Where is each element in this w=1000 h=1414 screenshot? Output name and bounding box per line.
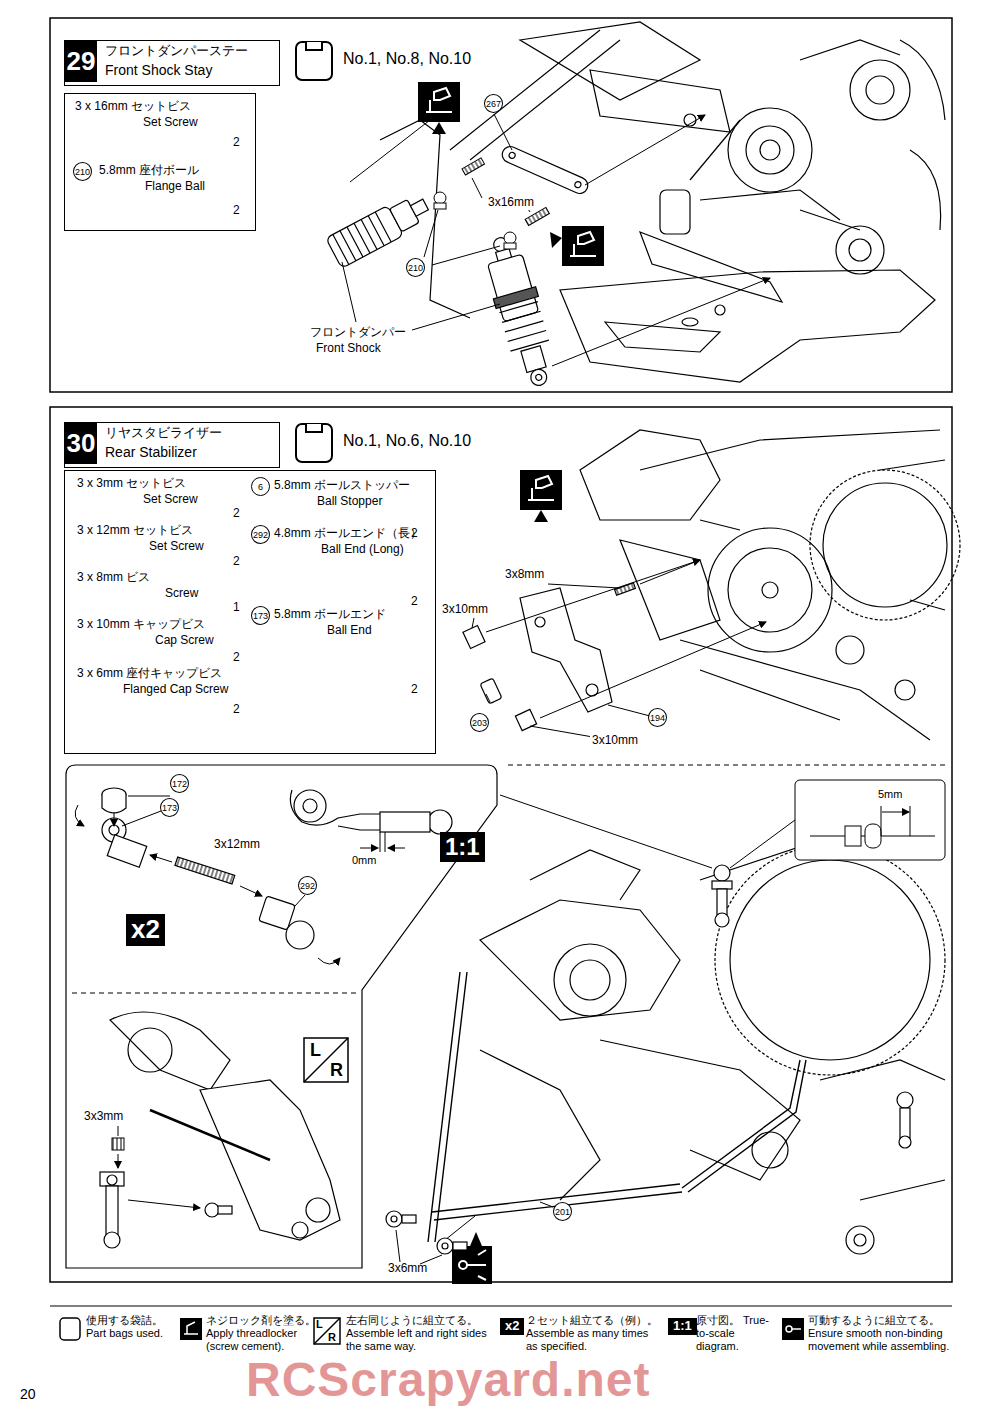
callout-number: 194 <box>648 708 667 727</box>
quantity-icon: x2 <box>126 914 165 946</box>
part-text: 3 x 10mm キャップビス <box>77 618 205 632</box>
callout-number: 201 <box>553 1202 572 1221</box>
part-text: Rear Stabilizer <box>105 444 197 460</box>
step-header: 29 フロントダンパーステー Front Shock Stay <box>64 40 280 86</box>
parts-list: 3 x 16mm セットビス Set Screw 2 210 5.8mm 座付ボール Fl… <box>64 93 256 231</box>
part-text: 2 <box>233 507 240 521</box>
part-text: 3 x 12mm セットビス <box>77 524 193 538</box>
callout-number: 6 <box>251 477 270 496</box>
part-text: Screw <box>165 587 198 601</box>
part-text: Flange Ball <box>145 180 205 194</box>
legend-text: 使用する袋詰。 Part bags used. <box>86 1314 178 1340</box>
part-text: Set Screw <box>143 116 198 130</box>
page-number: 20 <box>20 1386 36 1402</box>
part-text: Ball End <box>327 624 372 638</box>
part-text: 5.8mm ボールストッパー <box>274 479 410 493</box>
dimension: 0mm <box>352 854 376 867</box>
step-header: 30 リヤスタビライザー Rear Stabilizer <box>64 422 280 468</box>
part-text: フロントダンパーステー <box>105 44 248 59</box>
part-text: リヤスタビライザー <box>105 426 222 441</box>
dimension: 3x12mm <box>212 838 262 852</box>
part-name: Front Shock <box>316 342 381 356</box>
legend-text: ２セット組立てる（例）。 Assemble as many times as s… <box>526 1314 662 1354</box>
bag-list: No.1, No.8, No.10 <box>343 50 471 68</box>
legend-text: 原寸図。 True-to-scale diagram. <box>696 1314 778 1354</box>
part-text: Front Shock Stay <box>105 62 212 78</box>
legend-text: 可動するように組立てる。 Ensure smooth non-binding m… <box>808 1314 954 1354</box>
parts-list: 3 x 3mm セットビス Set Screw 2 3 x 12mm セットビス Set… <box>64 470 436 754</box>
part-text: Set Screw <box>143 493 198 507</box>
callout-number: 172 <box>170 774 189 793</box>
part-name: フロントダンパー <box>310 326 406 340</box>
part-text: 3 x 3mm セットビス <box>77 477 186 491</box>
part-text: Ball End (Long) <box>321 543 404 557</box>
callout-number: 173 <box>160 798 179 817</box>
part-text: 5.8mm ボールエンド <box>274 608 386 622</box>
icon-letter: R <box>328 1331 336 1344</box>
part-text: 2 <box>233 136 240 150</box>
part-text: 2 <box>233 703 240 717</box>
part-text: 2 <box>233 555 240 569</box>
step-number: 29 <box>65 41 97 82</box>
part-text: 5.8mm 座付ボール <box>99 164 199 178</box>
part-text: 3 x 8mm ビス <box>77 571 150 585</box>
quantity-icon: x2 <box>500 1318 524 1335</box>
legend-text: ネジロック剤を塗る。 Apply threadlocker (screw cem… <box>206 1314 324 1354</box>
icon-letter: L <box>316 1318 323 1331</box>
step-number: 30 <box>65 423 97 464</box>
part-text: 2 <box>233 651 240 665</box>
part-text: Set Screw <box>149 540 204 554</box>
dimension: 5mm <box>878 788 902 801</box>
part-text: 3 x 6mm 座付キャップビス <box>77 667 222 681</box>
callout-number: 267 <box>484 94 503 113</box>
watermark: RCScrapyard.net <box>246 1352 650 1407</box>
legend-text: 左右同じように組立てる。 Assemble left and right sid… <box>346 1314 492 1354</box>
true-scale-icon: 1:1 <box>440 832 485 862</box>
callout-number: 292 <box>251 525 270 544</box>
callout-number: 173 <box>251 606 270 625</box>
part-text: 1 <box>233 601 240 615</box>
true-scale-icon: 1:1 <box>668 1318 697 1335</box>
part-text: 2 <box>411 595 418 609</box>
part-text: Flanged Cap Screw <box>123 683 228 697</box>
dimension: 3x3mm <box>84 1110 123 1124</box>
part-text: 3 x 16mm セットビス <box>75 100 191 114</box>
part-text: Ball Stopper <box>317 495 382 509</box>
dimension: 3x10mm <box>440 603 490 617</box>
part-text: 4.8mm ボールエンド（長） <box>274 527 422 541</box>
part-text: 2 <box>411 683 418 697</box>
part-text: 2 <box>233 204 240 218</box>
dimension: 3x6mm <box>388 1262 427 1276</box>
dimension: 3x10mm <box>590 734 640 748</box>
dimension: 3x8mm <box>503 568 546 582</box>
icon-letter: R <box>330 1060 343 1081</box>
dimension: 3x16mm <box>486 196 536 210</box>
icon-letter: L <box>310 1040 321 1061</box>
callout-number: 210 <box>73 162 92 181</box>
callout-number: 292 <box>298 876 317 895</box>
callout-number: 210 <box>406 258 425 277</box>
bag-list: No.1, No.6, No.10 <box>343 432 471 450</box>
part-text: Cap Screw <box>155 634 214 648</box>
callout-number: 203 <box>470 713 489 732</box>
